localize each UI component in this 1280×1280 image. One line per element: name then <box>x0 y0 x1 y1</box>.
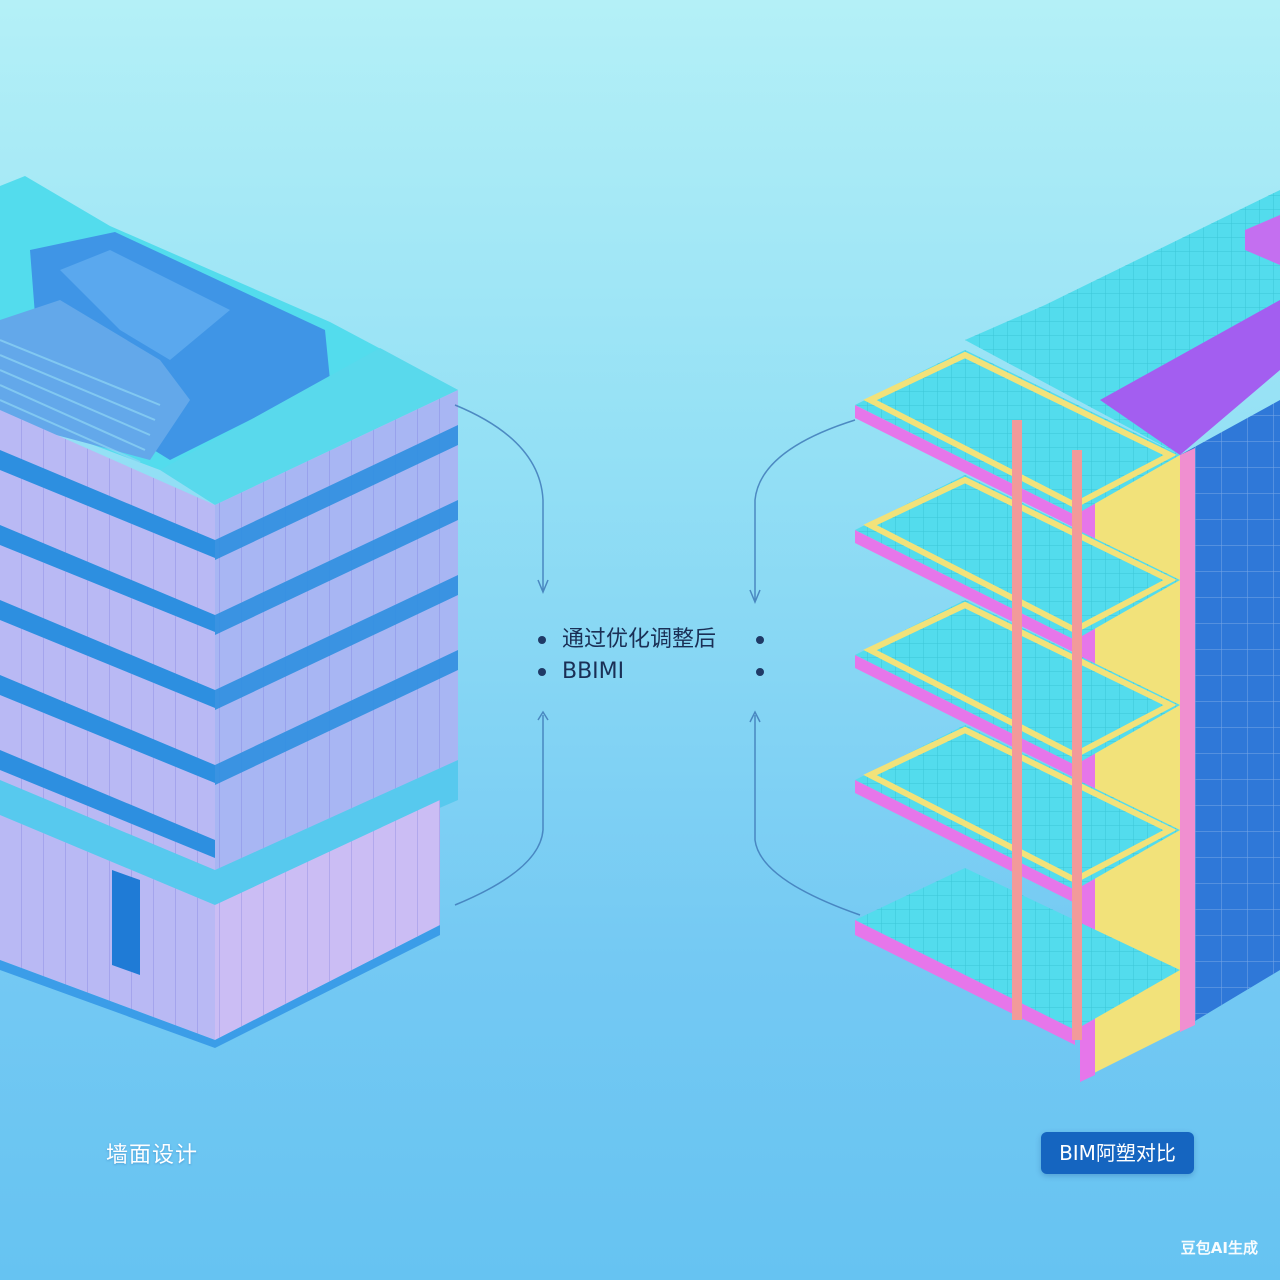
left-caption: 墙面设计 <box>106 1143 199 1168</box>
watermark: 豆包AI生成 <box>1180 1239 1258 1257</box>
center-line-1: 通过优化调整后 <box>538 624 768 656</box>
right-building <box>855 190 1280 1082</box>
center-line-1-text: 通过优化调整后 <box>562 627 717 652</box>
bullet-dot <box>538 668 546 676</box>
bullet-dot <box>756 636 764 644</box>
center-line-2-text: BBIMI <box>562 659 625 684</box>
bullet-dot <box>756 668 764 676</box>
center-annotation: 通过优化调整后 BBIMI <box>538 624 768 688</box>
left-building <box>0 176 458 1048</box>
bullet-dot <box>538 636 546 644</box>
center-line-2: BBIMI <box>538 656 768 688</box>
bim-comparison-badge: BIM阿塑对比 <box>1041 1132 1194 1174</box>
